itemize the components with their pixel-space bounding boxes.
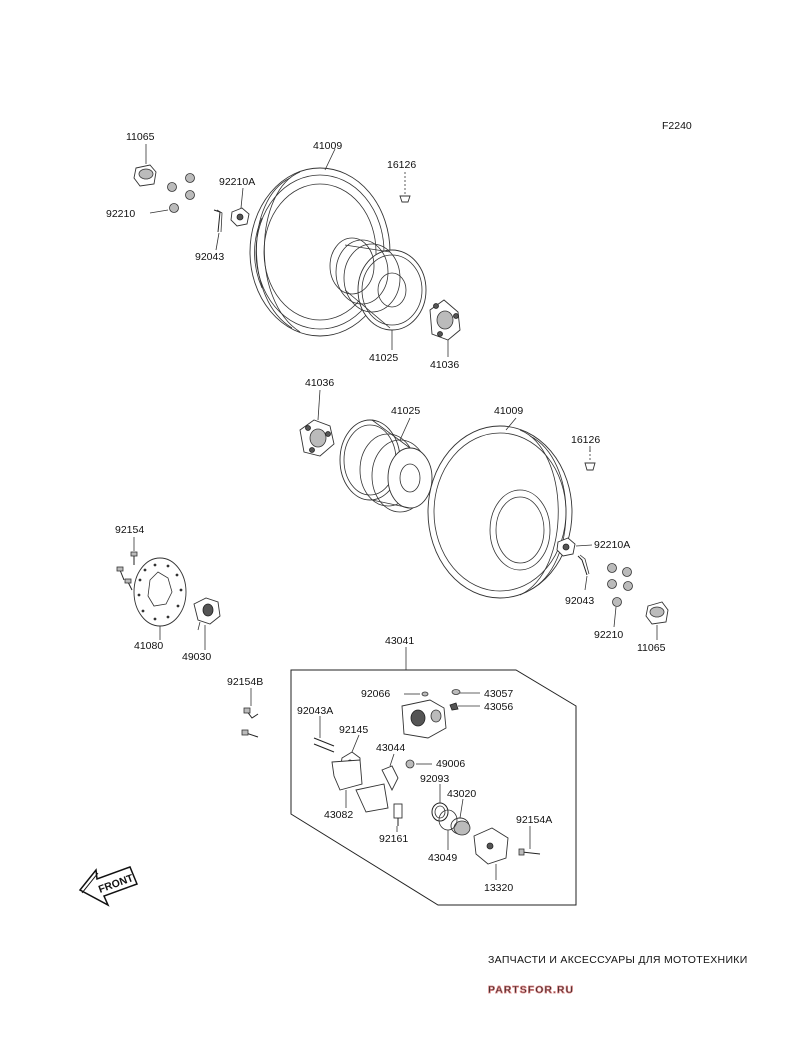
label-41009-lower: 41009	[494, 405, 523, 417]
lower-cotter-pin	[577, 554, 590, 576]
upper-hub	[429, 299, 461, 341]
label-92043-lower: 92043	[565, 595, 594, 607]
pad-43082	[331, 759, 389, 813]
label-43056: 43056	[484, 701, 513, 713]
lower-lug-nuts	[607, 563, 633, 607]
label-43041: 43041	[385, 635, 414, 647]
label-41080: 41080	[134, 640, 163, 652]
label-92066: 92066	[361, 688, 390, 700]
label-92154: 92154	[115, 524, 144, 536]
lower-rim	[339, 419, 433, 513]
label-92145: 92145	[339, 724, 368, 736]
upper-cotter-pin	[213, 209, 223, 233]
bolts-92154a	[518, 848, 541, 856]
label-92210-lower: 92210	[594, 629, 623, 641]
seal-nut-49006	[405, 759, 415, 769]
label-92043a: 92043A	[297, 705, 333, 717]
caliper-body	[401, 699, 447, 739]
upper-castle-nut	[230, 207, 250, 227]
label-92043-upper: 92043	[195, 251, 224, 263]
label-11065-lower: 11065	[637, 642, 666, 654]
label-92210a-upper: 92210A	[219, 176, 255, 188]
lower-tire	[427, 425, 573, 599]
lower-hub	[299, 419, 335, 457]
label-49006: 49006	[436, 758, 465, 770]
piston-43020	[450, 817, 471, 836]
lower-nut-11065	[645, 601, 669, 625]
caliper-assembly-box	[290, 669, 577, 906]
watermark-tagline: ЗАПЧАСТИ И АКСЕССУАРЫ ДЛЯ МОТОТЕХНИКИ	[488, 954, 748, 966]
pins-92043a	[313, 737, 335, 753]
figure-code: F2240	[662, 120, 692, 132]
label-16126-upper: 16126	[387, 159, 416, 171]
holder-13320	[473, 827, 509, 865]
upper-lug-nuts	[167, 173, 195, 213]
label-16126-lower: 16126	[571, 434, 600, 446]
pad-spring-43044	[381, 765, 399, 792]
upper-valve	[399, 172, 411, 203]
upper-nut-11065	[133, 164, 157, 187]
upper-rim	[329, 237, 427, 331]
sleeve-bolt-92161	[393, 803, 403, 826]
bleeder-parts	[449, 689, 461, 711]
label-41036-upper: 41036	[430, 359, 459, 371]
cap-92066	[421, 691, 429, 697]
label-49030: 49030	[182, 651, 211, 663]
label-43044: 43044	[376, 742, 405, 754]
label-41009-upper: 41009	[313, 140, 342, 152]
label-43020: 43020	[447, 788, 476, 800]
front-arrow-icon: FRONT	[78, 866, 138, 907]
label-92210-upper: 92210	[106, 208, 135, 220]
label-41025-upper: 41025	[369, 352, 398, 364]
label-92154a: 92154A	[516, 814, 552, 826]
label-92210a-lower: 92210A	[594, 539, 630, 551]
bolt-92154b	[241, 707, 259, 738]
label-41025-lower: 41025	[391, 405, 420, 417]
lower-valve	[584, 450, 596, 471]
label-92093: 92093	[420, 773, 449, 785]
brake-disc	[133, 557, 187, 627]
label-92154b: 92154B	[227, 676, 263, 688]
disc-bolts	[116, 551, 138, 591]
label-41036-lower: 41036	[305, 377, 334, 389]
label-11065-upper: 11065	[126, 131, 155, 143]
label-43049: 43049	[428, 852, 457, 864]
label-43082: 43082	[324, 809, 353, 821]
dust-seal-92093	[431, 802, 449, 822]
label-92161: 92161	[379, 833, 408, 845]
disc-holder	[193, 597, 221, 631]
lower-castle-nut	[556, 537, 576, 557]
watermark-brand: PARTSFOR.RU	[488, 984, 574, 996]
label-13320: 13320	[484, 882, 513, 894]
label-43057: 43057	[484, 688, 513, 700]
